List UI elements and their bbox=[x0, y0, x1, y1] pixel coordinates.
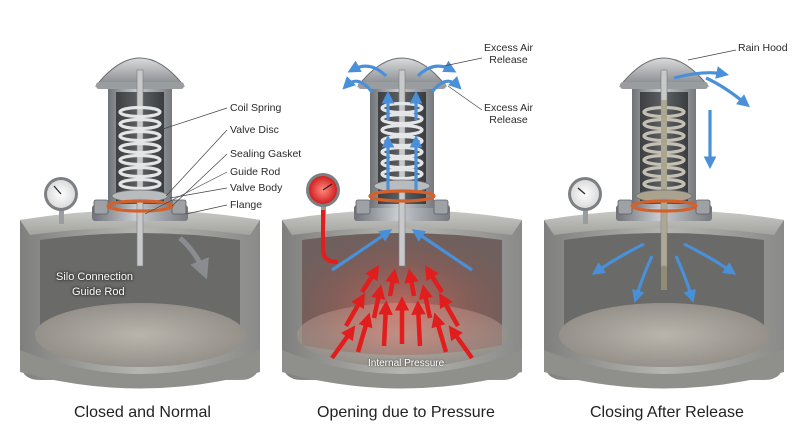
caption-closing-after-release: Closing After Release bbox=[590, 404, 744, 421]
callout-valve-body: Valve Body bbox=[230, 182, 283, 194]
label-silo-connection: Silo Connection bbox=[56, 271, 134, 283]
caption-opening-due-to-pressure: Opening due to Pressure bbox=[317, 404, 495, 421]
pressure-gauge bbox=[44, 177, 78, 224]
callout-valve-disc: Valve Disc bbox=[230, 124, 279, 136]
callout-rain-hood: Rain Hood bbox=[738, 42, 788, 54]
panel-opening bbox=[282, 57, 522, 389]
callout-excess-air-release-top: Excess Air Release bbox=[484, 42, 534, 66]
callout-guide-rod: Guide Rod bbox=[230, 166, 281, 178]
label-internal-pressure: Internal Pressure bbox=[368, 358, 445, 369]
callout-flange: Flange bbox=[230, 199, 263, 211]
callout-excess-air-release-bottom: Excess Air Release bbox=[484, 102, 534, 126]
label-guide-rod-inner: Guide Rod bbox=[72, 286, 125, 298]
panel-closing bbox=[544, 49, 784, 389]
caption-closed-and-normal: Closed and Normal bbox=[74, 404, 211, 421]
callout-coil-spring: Coil Spring bbox=[230, 102, 282, 114]
callout-sealing-gasket: Sealing Gasket bbox=[230, 148, 302, 160]
panel-closed bbox=[20, 57, 260, 389]
coil-spring bbox=[118, 105, 162, 191]
